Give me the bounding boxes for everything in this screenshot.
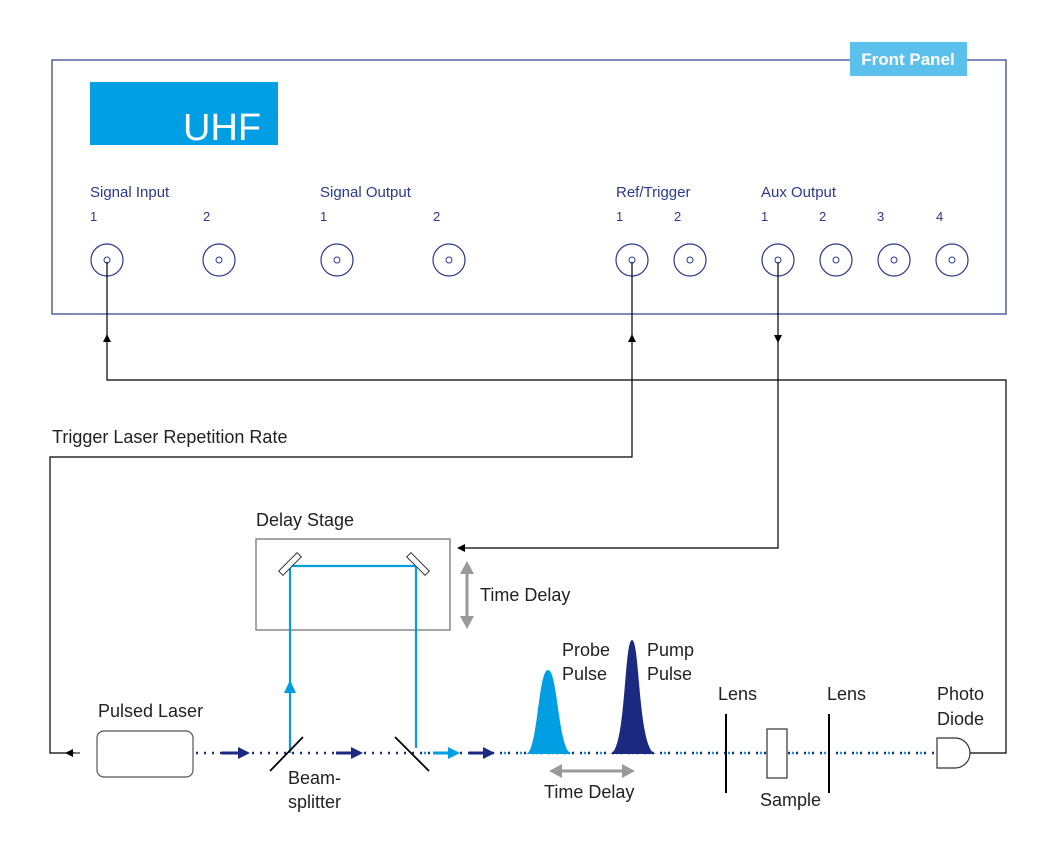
bnc-connector-pin — [333, 256, 341, 264]
mirror — [277, 551, 303, 577]
port-number: 4 — [936, 209, 943, 224]
probe-pulse-label: Probe — [562, 640, 610, 660]
photodiode-label: Diode — [937, 709, 984, 729]
bnc-connectors — [90, 243, 969, 277]
pump-pulse-label: Pump — [647, 640, 694, 660]
bnc-connector-pin — [948, 256, 956, 264]
probe-pulse-label: Pulse — [562, 664, 607, 684]
probe-pulse — [526, 670, 572, 754]
sample-label: Sample — [760, 790, 821, 810]
bnc-connector — [877, 243, 911, 277]
delay-stage-label: Delay Stage — [256, 510, 354, 530]
port-number: 1 — [320, 209, 327, 224]
beamsplitter-label: splitter — [288, 792, 341, 812]
signal-input-label: Signal Input — [90, 184, 170, 201]
bnc-connector-pin — [215, 256, 223, 264]
port-number: 2 — [203, 209, 210, 224]
mirror — [394, 736, 430, 772]
front-panel-tag — [850, 42, 967, 76]
time-delay-stage-label: Time Delay — [480, 585, 570, 605]
bnc-connector — [432, 243, 466, 277]
arrow-up-icon — [284, 680, 296, 693]
port-number: 2 — [433, 209, 440, 224]
bnc-connector — [673, 243, 707, 277]
port-number: 2 — [674, 209, 681, 224]
port-number: 1 — [616, 209, 623, 224]
photodiode — [936, 737, 971, 769]
bnc-connector — [320, 243, 354, 277]
lens-label: Lens — [718, 684, 757, 704]
pump-pulse-label: Pulse — [647, 664, 692, 684]
ref-trigger-label: Ref/Trigger — [616, 184, 690, 201]
bnc-connector — [202, 243, 236, 277]
aux-output-label: Aux Output — [761, 184, 837, 201]
bnc-connector-pin — [686, 256, 694, 264]
trigger-label: Trigger Laser Repetition Rate — [52, 427, 287, 447]
front-panel-title: Front Panel — [861, 50, 955, 69]
signal-input-cable — [106, 262, 1007, 754]
sample — [766, 728, 788, 779]
uhf-logo-text: UHF — [183, 107, 261, 149]
aux-output-cable — [462, 262, 779, 549]
ref-trigger-cable — [49, 262, 633, 754]
port-number: 1 — [761, 209, 768, 224]
bnc-connector-pin — [445, 256, 453, 264]
lens-label: Lens — [827, 684, 866, 704]
mirror — [405, 551, 431, 577]
beamsplitter-label: Beam- — [288, 768, 341, 788]
port-number: 3 — [877, 209, 884, 224]
pump-pulse — [610, 640, 656, 754]
pulsed-laser — [96, 730, 194, 778]
bnc-connector — [935, 243, 969, 277]
pulsed-laser-label: Pulsed Laser — [98, 701, 203, 721]
photodiode-label: Photo — [937, 684, 984, 704]
bnc-connector — [819, 243, 853, 277]
delay-beam — [288, 564, 418, 753]
beam-arrows — [222, 747, 495, 759]
uhf-logo — [90, 82, 278, 145]
bnc-connector-pin — [832, 256, 840, 264]
delay-stage-box — [255, 538, 451, 631]
time-delay-pulses-label: Time Delay — [544, 782, 634, 802]
front-panel — [51, 59, 1007, 315]
port-number: 2 — [819, 209, 826, 224]
bnc-connector-pin — [890, 256, 898, 264]
signal-output-label: Signal Output — [320, 184, 412, 201]
beamsplitter — [269, 736, 304, 772]
port-number: 1 — [90, 209, 97, 224]
